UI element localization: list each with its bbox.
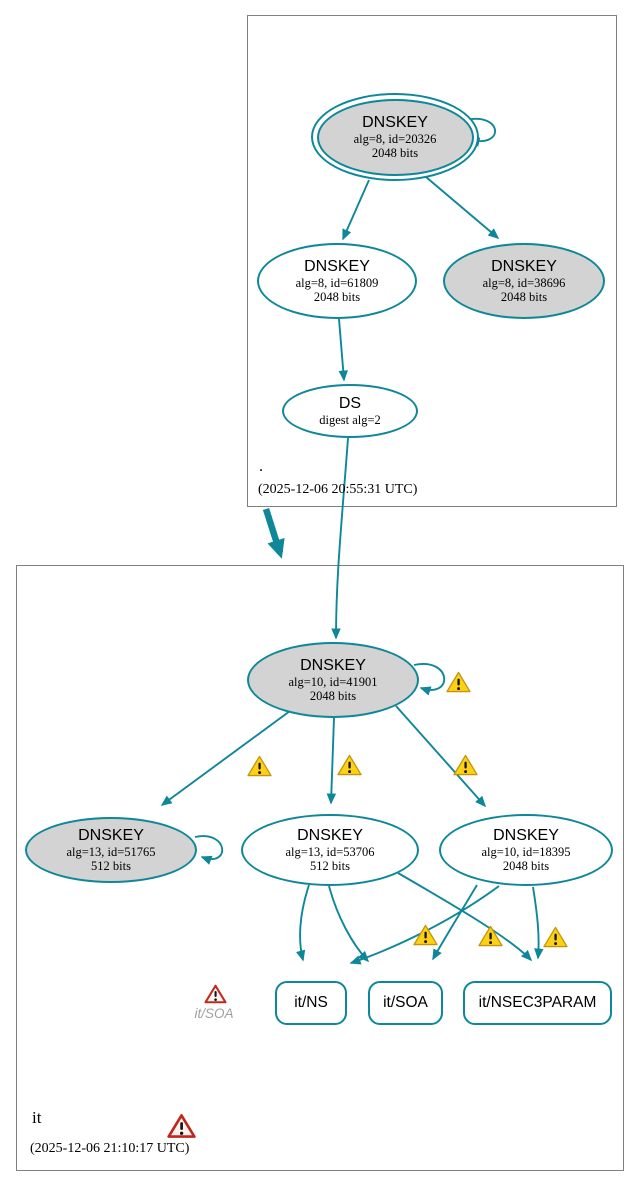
root-zone-box <box>247 15 617 507</box>
node-detail: alg=8, id=38696 <box>482 275 566 290</box>
node-detail: 2048 bits <box>371 146 419 160</box>
node-title: DS <box>338 394 362 412</box>
node-detail: 512 bits <box>310 859 350 873</box>
dnskey-node-it-41901[interactable]: DNSKEY alg=10, id=41901 2048 bits <box>247 642 419 718</box>
rrset-label: it/NS <box>294 994 328 1011</box>
missing-rrset-label: it/SOA <box>194 1006 234 1021</box>
warning-icon[interactable] <box>478 925 503 947</box>
node-detail: alg=13, id=51765 <box>66 844 156 859</box>
rrset-label: it/SOA <box>383 994 428 1011</box>
node-detail: alg=10, id=18395 <box>481 844 571 859</box>
node-detail: alg=8, id=61809 <box>295 275 379 290</box>
warning-icon[interactable] <box>453 754 478 776</box>
node-detail: 2048 bits <box>309 689 357 703</box>
node-title: DNSKEY <box>491 257 557 275</box>
rrset-node-it-soa[interactable]: it/SOA <box>368 981 443 1025</box>
rrset-node-it-nsec3param[interactable]: it/NSEC3PARAM <box>463 981 612 1025</box>
node-detail: 2048 bits <box>313 290 361 304</box>
node-detail: 2048 bits <box>502 859 550 873</box>
zone-timestamp-it: (2025-12-06 21:10:17 UTC) <box>30 1141 190 1156</box>
rrset-node-it-ns[interactable]: it/NS <box>275 981 347 1025</box>
it-zone-box <box>16 565 624 1171</box>
warning-icon[interactable] <box>543 926 568 948</box>
node-detail: alg=13, id=53706 <box>285 844 375 859</box>
rrset-label: it/NSEC3PARAM <box>478 994 597 1011</box>
dnskey-node-root-61809[interactable]: DNSKEY alg=8, id=61809 2048 bits <box>257 243 417 319</box>
zone-name-label-root: . <box>259 458 263 475</box>
warning-icon[interactable] <box>446 671 471 693</box>
node-title: DNSKEY <box>493 826 559 844</box>
node-title: DNSKEY <box>78 826 144 844</box>
node-title: DNSKEY <box>304 257 370 275</box>
node-detail: 2048 bits <box>500 290 548 304</box>
dnskey-node-it-53706[interactable]: DNSKEY alg=13, id=53706 512 bits <box>241 814 419 886</box>
dnskey-node-it-18395[interactable]: DNSKEY alg=10, id=18395 2048 bits <box>439 814 613 886</box>
node-title: DNSKEY <box>362 113 428 131</box>
dnskey-node-it-51765[interactable]: DNSKEY alg=13, id=51765 512 bits <box>25 817 197 883</box>
zone-name-label-it: it <box>32 1108 42 1127</box>
error-icon[interactable] <box>204 984 227 1004</box>
node-detail: alg=8, id=20326 <box>353 131 437 146</box>
warning-icon[interactable] <box>413 924 438 946</box>
node-detail: 512 bits <box>91 859 131 873</box>
dnskey-node-root-20326[interactable]: DNSKEY alg=8, id=20326 2048 bits <box>311 93 479 181</box>
dnskey-node-root-38696[interactable]: DNSKEY alg=8, id=38696 2048 bits <box>443 243 605 319</box>
zone-timestamp-root: (2025-12-06 20:55:31 UTC) <box>258 482 418 497</box>
warning-icon[interactable] <box>337 754 362 776</box>
node-detail: digest alg=2 <box>319 412 381 427</box>
error-icon[interactable] <box>167 1113 196 1139</box>
node-title: DNSKEY <box>297 826 363 844</box>
delegation-arrow <box>262 508 285 559</box>
ds-node-root[interactable]: DS digest alg=2 <box>282 384 418 438</box>
node-detail: alg=10, id=41901 <box>288 674 378 689</box>
warning-icon[interactable] <box>247 755 272 777</box>
node-title: DNSKEY <box>300 656 366 674</box>
